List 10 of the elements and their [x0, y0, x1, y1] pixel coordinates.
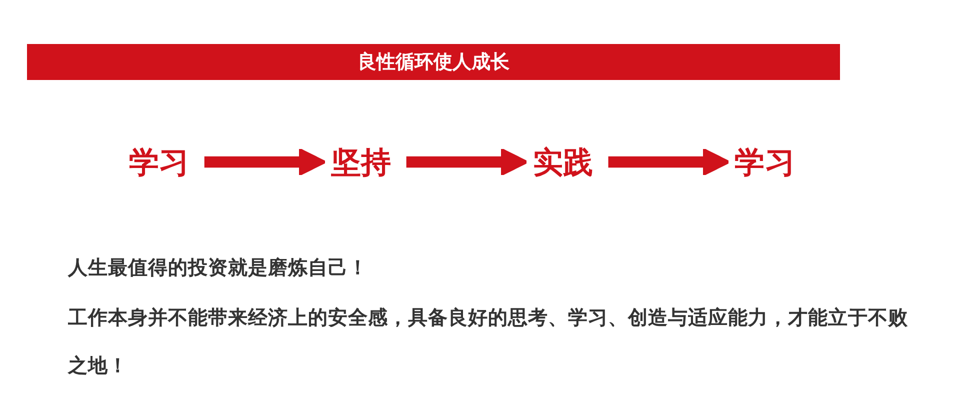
- node-text: 学习: [128, 144, 190, 180]
- node-text: 实践: [532, 144, 594, 180]
- arrow: [608, 148, 730, 176]
- arrow: [406, 148, 528, 176]
- body-text: 工作本身并不能带来经济上的安全感，具备良好的思考、学习、创造与适应能力，才能立于不败之地！: [68, 305, 909, 379]
- title-banner: 良性循环使人成长: [27, 44, 840, 80]
- node-text: 坚持: [330, 144, 392, 180]
- body-text: 人生最值得的投资就是磨炼自己！: [68, 255, 369, 281]
- node-text: 学习: [734, 144, 796, 180]
- arrow: [204, 148, 326, 176]
